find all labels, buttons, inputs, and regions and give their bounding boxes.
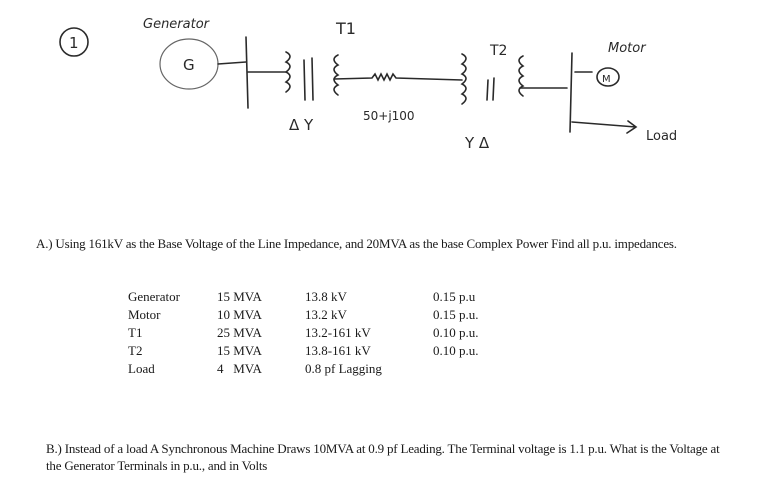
motor-symbol: M	[602, 74, 611, 85]
component-specs-table: Generator 15 MVA 13.8 kV 0.15 p.u Motor …	[128, 289, 513, 379]
component-rating: 25 MVA	[217, 325, 262, 340]
table-row: Generator 15 MVA 13.8 kV 0.15 p.u	[128, 289, 513, 307]
component-voltage: 13.8 kV	[305, 289, 347, 304]
component-name: Generator	[128, 289, 180, 304]
component-impedance	[433, 361, 513, 379]
motor-label: Motor	[608, 41, 647, 56]
component-voltage: 13.2-161 kV	[305, 325, 371, 340]
question-a: A.) Using 161kV as the Base Voltage of t…	[36, 236, 677, 251]
component-rating: 15 MVA	[217, 289, 262, 304]
t2-primary-coil	[460, 53, 467, 105]
table-row: Motor 10 MVA 13.2 kV 0.15 p.u.	[128, 307, 513, 325]
bus-1	[245, 36, 249, 109]
component-rating: 4 MVA	[217, 361, 262, 376]
generator-label: Generator	[143, 17, 211, 32]
component-impedance: 0.10 p.u.	[433, 325, 479, 340]
component-voltage: 0.8 pf Lagging	[305, 361, 382, 376]
component-voltage: 13.8-161 kV	[305, 343, 371, 358]
component-impedance: 0.15 p.u	[433, 289, 476, 304]
t1-label: T1	[335, 19, 356, 38]
line-impedance	[333, 72, 463, 82]
component-impedance: 0.15 p.u.	[433, 307, 479, 322]
line-impedance-label: 50+j100	[363, 109, 415, 123]
load-label: Load	[646, 129, 677, 144]
component-name: Motor	[128, 307, 161, 322]
t1-secondary-coil	[333, 54, 340, 96]
generator-symbol: G	[183, 56, 195, 74]
motor-circle	[596, 67, 620, 87]
one-line-diagram: 1 Generator G T1 Δ Y 50+j100 T2 Y Δ Moto…	[59, 17, 677, 152]
table-row: Load 4 MVA 0.8 pf Lagging	[128, 361, 513, 379]
bus-2	[569, 52, 573, 133]
t2-label: T2	[489, 43, 507, 59]
problem-number: 1	[69, 34, 79, 52]
component-voltage: 13.2 kV	[305, 307, 347, 322]
table-row: T1 25 MVA 13.2-161 kV 0.10 p.u.	[128, 325, 513, 343]
t2-connection: Y Δ	[464, 134, 490, 152]
load-arrow	[571, 120, 638, 134]
component-name: Load	[128, 361, 155, 376]
component-name: T1	[128, 325, 143, 340]
problem-number-circle	[59, 27, 89, 57]
table-row: T2 15 MVA 13.8-161 kV 0.10 p.u.	[128, 343, 513, 361]
t2-secondary-coil	[518, 55, 525, 97]
t1-primary-coil	[284, 51, 291, 93]
t1-connection: Δ Y	[289, 116, 314, 134]
component-impedance: 0.10 p.u.	[433, 343, 479, 358]
component-rating: 10 MVA	[217, 307, 262, 322]
component-rating: 15 MVA	[217, 343, 262, 358]
question-b: B.) Instead of a load A Synchronous Mach…	[46, 441, 720, 473]
component-name: T2	[128, 343, 143, 358]
